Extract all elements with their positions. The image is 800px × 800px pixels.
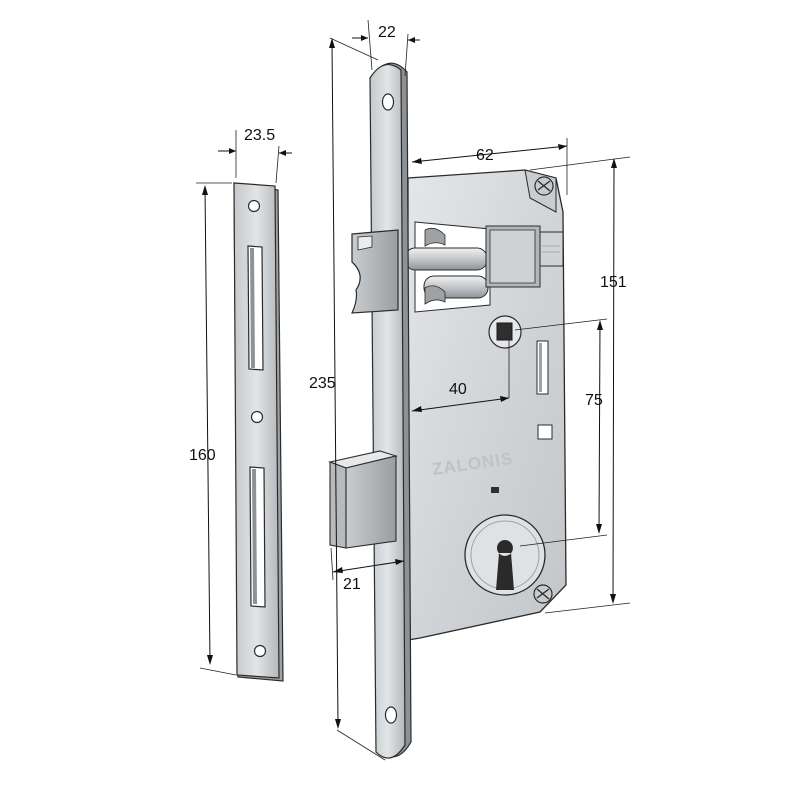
lock-case: ZALONIS xyxy=(404,169,567,641)
latch-bolt xyxy=(351,229,399,314)
case-depth-label: 62 xyxy=(476,147,494,164)
follower-spindle-hole xyxy=(488,315,522,349)
dead-bolt xyxy=(328,450,399,549)
center-distance-dimension: 75 xyxy=(514,318,608,547)
faceplate-height-label: 235 xyxy=(309,375,336,392)
strike-bolt-slot xyxy=(249,466,266,608)
case-mounting-screw xyxy=(533,176,554,604)
faceplate-width-label: 22 xyxy=(378,24,396,41)
case-height-label: 151 xyxy=(600,274,627,291)
backset-label: 40 xyxy=(449,381,467,398)
center-distance-label: 75 xyxy=(585,392,603,409)
faceplate-width-dimension: 22 xyxy=(352,19,420,77)
backset-dimension: 40 xyxy=(411,340,510,412)
strike-width-label: 23.5 xyxy=(244,127,275,144)
case-slots xyxy=(491,340,553,493)
strike-latch-slot xyxy=(247,245,264,371)
strike-dimensions: 23.5 160 xyxy=(189,127,292,676)
faceplate-height-dimension: 235 xyxy=(309,37,386,761)
keyhole xyxy=(464,514,546,596)
faceplate-screw-hole xyxy=(381,93,398,724)
faceplate xyxy=(369,62,412,759)
latch-projection-label: 21 xyxy=(343,576,361,593)
strike-plate xyxy=(233,182,284,682)
strike-height-label: 160 xyxy=(189,447,216,464)
case-height-dimension: 151 xyxy=(529,156,631,614)
latch-projection-dimension: 21 xyxy=(330,547,405,593)
case-depth-dimension: 62 xyxy=(411,138,568,195)
strike-screw-hole xyxy=(247,199,267,658)
